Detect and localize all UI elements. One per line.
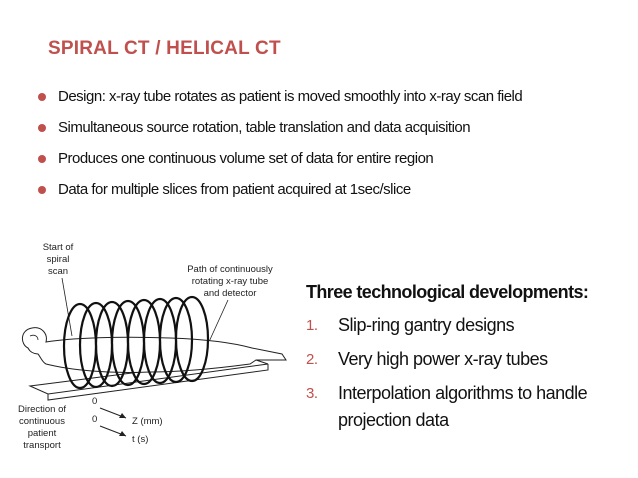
start-label-line: spiral (47, 254, 70, 265)
direction-label-line: continuous (19, 416, 65, 427)
slide-title: SPIRAL CT / HELICAL CT (48, 38, 281, 59)
bullet-text: Data for multiple slices from patient ac… (58, 181, 411, 198)
path-pointer-line (207, 299, 229, 345)
development-number: 3. (306, 385, 318, 402)
developments-list: 1. Slip-ring gantry designs 2. Very high p… (306, 312, 626, 441)
helix-coils (62, 295, 210, 390)
patient-head-detail (29, 334, 39, 341)
bullet-dot-icon (38, 124, 46, 132)
bullet-text: Produces one continuous volume set of da… (58, 150, 434, 167)
development-number: 2. (306, 351, 318, 368)
development-item: 3. Interpolation algorithms to handle pro… (306, 380, 626, 434)
axis-zero-label: 0 (92, 396, 97, 407)
path-label-line: Path of continuously (187, 264, 273, 275)
development-text: Slip-ring gantry designs (338, 315, 515, 335)
bullet-list: Design: x-ray tube rotates as patient is… (36, 86, 606, 210)
path-label-line: and detector (204, 288, 257, 299)
development-item: 2. Very high power x-ray tubes (306, 346, 626, 373)
bullet-text: Design: x-ray tube rotates as patient is… (58, 88, 523, 105)
development-text: Interpolation algorithms to handle proje… (338, 383, 588, 430)
direction-label-line: patient (28, 428, 57, 439)
direction-label-line: transport (23, 440, 61, 451)
bullet-text: Simultaneous source rotation, table tran… (58, 119, 471, 136)
t-axis-label: t (s) (132, 434, 148, 445)
bullet-dot-icon (38, 155, 46, 163)
helix-coil (158, 296, 194, 384)
start-label-line: Start of (43, 242, 74, 253)
path-label-line: rotating x-ray tube (192, 276, 269, 287)
z-arrowhead-icon (119, 413, 126, 418)
direction-label-line: Direction of (18, 404, 66, 415)
bullet-item: Produces one continuous volume set of da… (36, 148, 606, 169)
helix-coil (174, 295, 210, 383)
development-number: 1. (306, 317, 318, 334)
start-pointer-line (61, 277, 73, 337)
axis-zero-label: 0 (92, 414, 97, 425)
bullet-item: Design: x-ray tube rotates as patient is… (36, 86, 606, 107)
development-text: Very high power x-ray tubes (338, 349, 548, 369)
bullet-item: Data for multiple slices from patient ac… (36, 179, 606, 200)
developments-heading: Three technological developments: (306, 282, 589, 302)
patient-body (22, 327, 287, 374)
bullet-dot-icon (38, 93, 46, 101)
z-axis-label: Z (mm) (132, 416, 163, 427)
bullet-dot-icon (38, 186, 46, 194)
development-item: 1. Slip-ring gantry designs (306, 312, 626, 339)
patient-table-side (47, 364, 269, 401)
bullet-item: Simultaneous source rotation, table tran… (36, 117, 606, 138)
spiral-ct-diagram: Start of spiral scan Path of continuousl… (18, 242, 287, 451)
t-arrowhead-icon (119, 431, 126, 436)
start-label-line: scan (48, 266, 68, 277)
